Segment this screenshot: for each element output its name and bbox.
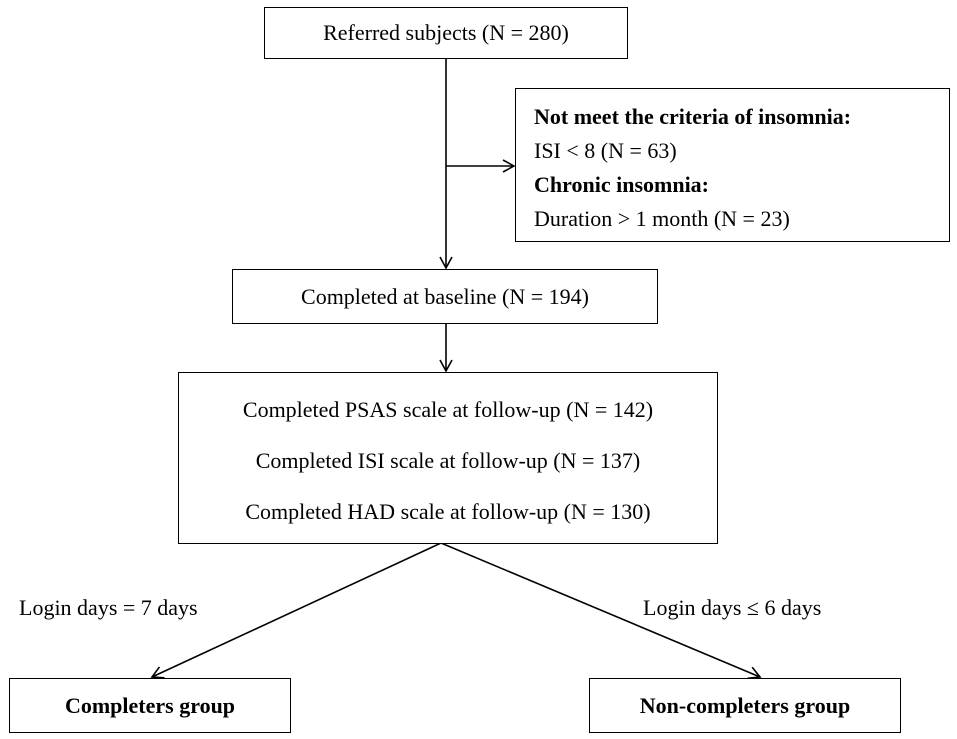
exclusion-isi-text: ISI < 8 (N = 63) (534, 138, 677, 163)
arrow-to-non-completers (440, 542, 762, 680)
followup-isi-text: Completed ISI scale at follow-up (N = 13… (255, 448, 641, 473)
followup-had-text: Completed HAD scale at follow-up (N = 13… (245, 499, 651, 524)
referred-subjects-text: Referred subjects (N = 280) (323, 20, 569, 45)
followup-box: Completed PSAS scale at follow-up (N = 1… (178, 372, 718, 544)
non-completers-group-box: Non-completers group (589, 678, 901, 733)
non-completers-group-text: Non-completers group (639, 693, 851, 718)
arrow-to-completers (150, 542, 442, 679)
completers-branch-label: Login days = 7 days (19, 595, 198, 620)
exclusion-duration-text: Duration > 1 month (N = 23) (534, 206, 790, 231)
baseline-box: Completed at baseline (N = 194) (232, 269, 658, 324)
baseline-text: Completed at baseline (N = 194) (301, 284, 589, 309)
followup-psas-text: Completed PSAS scale at follow-up (N = 1… (242, 397, 654, 422)
exclusion-heading-chronic: Chronic insomnia: (534, 172, 710, 197)
exclusion-heading-insomnia: Not meet the criteria of insomnia: (534, 104, 852, 129)
non-completers-branch-label: Login days ≤ 6 days (643, 595, 822, 620)
exclusion-criteria-box: Not meet the criteria of insomnia: ISI <… (515, 88, 950, 242)
referred-subjects-box: Referred subjects (N = 280) (264, 7, 628, 59)
completers-group-text: Completers group (64, 693, 236, 718)
completers-group-box: Completers group (9, 678, 291, 733)
